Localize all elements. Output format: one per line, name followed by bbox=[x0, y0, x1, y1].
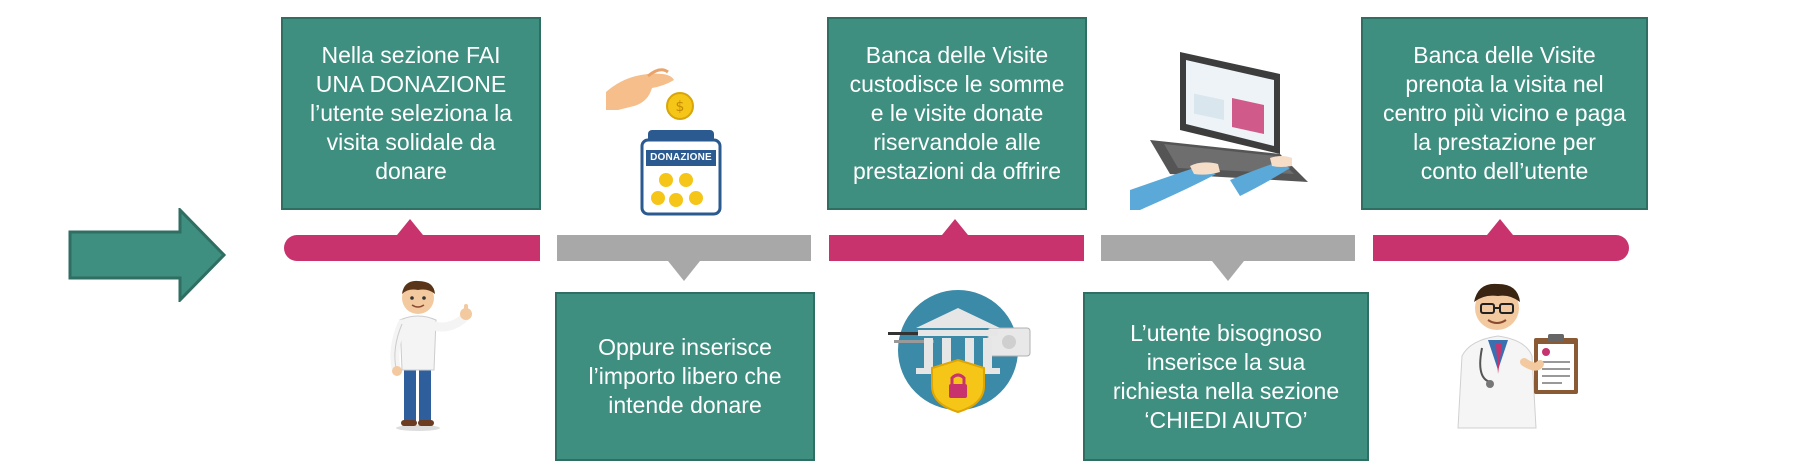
doctor-icon bbox=[1457, 283, 1578, 429]
step-4-line-4: ‘CHIEDI AIUTO’ bbox=[1144, 406, 1308, 433]
timeline-segment-3 bbox=[829, 235, 1084, 261]
laptop-hands-icon bbox=[1130, 52, 1308, 210]
step-box-5: Banca delle Visite prenota la visita nel… bbox=[1361, 17, 1648, 210]
step-1-line-4: visita solidale da bbox=[326, 129, 496, 155]
pointer-up-5 bbox=[1487, 219, 1513, 235]
donation-jar-label: DONAZIONE bbox=[650, 152, 712, 163]
step-1-line-3: l’utente seleziona la bbox=[309, 100, 513, 126]
step-1-line-1: Nella sezione FAI bbox=[321, 42, 501, 68]
donation-jar-icon bbox=[640, 130, 722, 216]
step-5-line-2: prenota la visita nel bbox=[1405, 71, 1604, 97]
arrow-right-icon bbox=[68, 208, 227, 302]
step-1-line-5: donare bbox=[375, 158, 447, 184]
step-5-line-4: la prestazione per bbox=[1413, 129, 1596, 155]
step-5-line-3: centro più vicino e paga bbox=[1383, 100, 1626, 126]
donor-man-icon bbox=[390, 280, 472, 431]
step-5-line-5: conto dell’utente bbox=[1420, 158, 1589, 184]
step-box-1: Nella sezione FAI UNA DONAZIONE l’utente… bbox=[281, 17, 541, 210]
step-3-line-3: e le visite donate bbox=[870, 100, 1044, 126]
step-box-2: Oppure inserisce l’importo libero che in… bbox=[555, 292, 815, 461]
timeline-segment-1 bbox=[284, 235, 540, 261]
pointer-up-3 bbox=[942, 219, 968, 235]
pointer-down-2 bbox=[668, 261, 700, 281]
step-1-line-2: UNA DONAZIONE bbox=[315, 71, 507, 97]
step-box-3: Banca delle Visite custodisce le somme e… bbox=[827, 17, 1087, 210]
step-4-line-3: richiesta nella sezione bbox=[1112, 377, 1340, 404]
step-3-line-1: Banca delle Visite bbox=[865, 42, 1049, 68]
bank-shield-icon bbox=[888, 290, 1031, 414]
step-2-line-3: intende donare bbox=[608, 392, 762, 418]
timeline-segment-5 bbox=[1373, 235, 1629, 261]
pointer-up-1 bbox=[397, 219, 423, 235]
step-3-line-2: custodisce le somme bbox=[849, 71, 1065, 97]
step-5-line-1: Banca delle Visite bbox=[1413, 42, 1596, 68]
pointer-down-4 bbox=[1212, 261, 1244, 281]
timeline-segment-4 bbox=[1101, 235, 1355, 261]
step-box-4: L’utente bisognoso inserisce la sua rich… bbox=[1083, 292, 1369, 461]
step-2-line-1: Oppure inserisce bbox=[598, 334, 772, 360]
svg-text:$: $ bbox=[676, 99, 685, 115]
coin-hand-icon: $ bbox=[606, 68, 694, 120]
step-4-line-2: inserisce la sua bbox=[1146, 348, 1306, 375]
step-3-line-5: prestazioni da offrire bbox=[853, 158, 1061, 184]
step-4-line-1: L’utente bisognoso bbox=[1130, 319, 1322, 346]
step-2-line-2: l’importo libero che bbox=[588, 363, 782, 389]
timeline-segment-2 bbox=[557, 235, 811, 261]
step-3-line-4: riservandole alle bbox=[873, 129, 1041, 155]
